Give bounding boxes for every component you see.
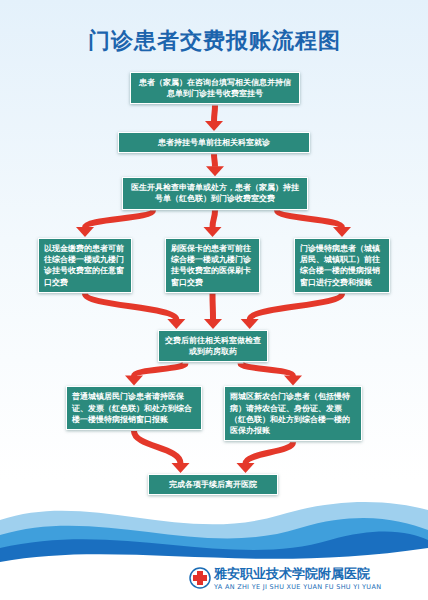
arrow-head [204,227,222,237]
arrow-head [241,319,259,329]
hospital-pinyin: YA AN ZHI YE JI SHU XUE YUAN FU SHU YI Y… [214,583,381,591]
flow-arrow [125,363,186,385]
arrow-shaft [214,105,215,121]
flow-arrow [85,294,185,329]
flow-arrow [237,442,294,473]
box-text: 刷医保卡的患者可前往综合楼一楼或九楼门诊挂号收费室的医保刷卡窗口交费 [171,243,254,288]
flow-arrow [76,211,153,237]
arrow-head [237,463,255,473]
process-box: 普通城镇居民门诊患者请持医保证、发票（红色联）和处方到综合楼一楼慢特病报销窗口报… [66,386,202,430]
process-box: 患者（家属）在咨询台填写相关信息并持信息单到门诊挂号收费室挂号 [130,72,300,104]
process-box: 完成各项手续后离开医院 [148,474,278,495]
hospital-logo [190,568,210,588]
arrow-shaft [210,294,217,320]
flow-arrow [206,154,224,176]
process-box: 刷医保卡的患者可前往综合楼一楼或九楼门诊挂号收费室的医保刷卡窗口交费 [165,238,260,293]
process-box: 以现金缴费的患者可前往综合楼一楼或九楼门诊挂号收费室的任意窗口交费 [38,238,132,293]
process-box: 雨城区新农合门诊患者（包括慢特病）请持农合证、身份证、发票（红色联）和处方到综合… [224,386,362,441]
diagram-title: 门诊患者交费报账流程图 [0,26,428,56]
process-box: 交费后前往相关科室做检查或到药房取药 [158,330,268,362]
arrow-head [206,166,224,176]
wave-white [0,548,428,600]
arrow-head [204,319,222,329]
arrow-shaft [213,211,216,228]
flow-arrow [134,431,190,473]
box-text: 雨城区新农合门诊患者（包括慢特病）请持农合证、身份证、发票（红色联）和处方到综合… [230,391,356,436]
box-text: 医生开具检查申请单或处方，患者（家属）持挂号单（红色联）到门诊收费室交费 [128,182,302,204]
flow-arrow [204,294,222,329]
arrow-shaft [241,363,294,376]
arrow-head [284,375,302,385]
arrow-shaft [85,294,176,320]
box-text: 普通城镇居民门诊患者请持医保证、发票（红色联）和处方到综合楼一楼慢特病报销窗口报… [72,391,196,425]
arrow-head [76,227,94,237]
flow-arrow [241,294,342,329]
box-text: 以现金缴费的患者可前往综合楼一楼或九楼门诊挂号收费室的任意窗口交费 [44,243,126,288]
arrow-shaft [85,211,153,228]
box-text: 门诊慢特病患者（城镇居民、城镇职工）前往综合楼一楼的慢病报销窗口进行交费和报账 [300,243,384,288]
box-text: 交费后前往相关科室做检查或到药房取药 [164,335,262,357]
arrow-shaft [214,154,215,167]
arrow-head [172,463,190,473]
arrow-shaft [250,294,342,320]
arrow-head [125,375,143,385]
box-text: 患者持挂号单前往相关科室就诊 [124,137,304,148]
hospital-name: 雅安职业技术学院附属医院 [214,565,370,583]
arrow-head [205,121,223,131]
flow-arrow [277,211,351,237]
arrow-head [333,227,351,237]
flow-arrow [241,363,303,385]
process-box: 医生开具检查申请单或处方，患者（家属）持挂号单（红色联）到门诊收费室交费 [122,177,308,209]
flow-arrow [205,105,223,131]
wave-front [0,532,428,600]
arrow-shaft [246,442,294,463]
box-text: 患者（家属）在咨询台填写相关信息并持信息单到门诊挂号收费室挂号 [136,77,294,99]
box-text: 完成各项手续后离开医院 [154,479,272,490]
flow-arrow [204,211,222,237]
arrow-head [167,319,185,329]
process-box: 患者持挂号单前往相关科室就诊 [118,132,310,153]
arrow-shaft [134,363,186,376]
arrow-shaft [277,211,342,228]
arrow-shaft [134,431,181,464]
process-box: 门诊慢特病患者（城镇居民、城镇职工）前往综合楼一楼的慢病报销窗口进行交费和报账 [294,238,390,293]
